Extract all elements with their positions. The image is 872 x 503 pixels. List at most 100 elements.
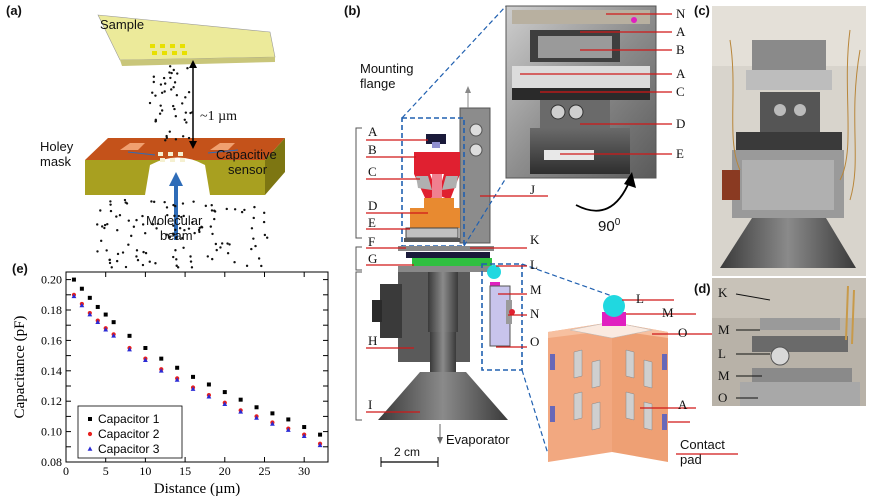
holey-mask-label-2: mask bbox=[40, 154, 72, 169]
x-tick-label: 30 bbox=[298, 464, 310, 478]
panel-b-orange-inset bbox=[548, 295, 738, 462]
rotation-value: 90 bbox=[598, 218, 615, 235]
x-axis-title: Distance (µm) bbox=[154, 481, 241, 497]
legend-label: Capacitor 1 bbox=[98, 412, 160, 426]
data-point bbox=[103, 312, 108, 317]
y-tick-label: 0.08 bbox=[41, 455, 62, 469]
data-point bbox=[270, 421, 275, 426]
rotation-degree: 0 bbox=[614, 217, 621, 228]
x-tick-label: 15 bbox=[179, 464, 191, 478]
d-label-M2: M bbox=[718, 368, 730, 383]
data-point bbox=[71, 293, 77, 299]
data-point bbox=[175, 365, 180, 370]
data-point bbox=[79, 286, 84, 291]
legend-box bbox=[77, 405, 183, 459]
data-point bbox=[254, 415, 259, 420]
data-point bbox=[158, 368, 164, 373]
legend-marker bbox=[87, 431, 93, 437]
data-point bbox=[111, 320, 116, 325]
capacitive-sensor-label-1: Capacitive bbox=[216, 147, 277, 162]
evaporator-label: Evaporator bbox=[446, 432, 510, 447]
contact-pad-label-2: pad bbox=[680, 452, 702, 467]
data-point bbox=[222, 390, 227, 395]
panel-a-illustration bbox=[85, 14, 285, 269]
label-F: F bbox=[368, 234, 376, 249]
legend-label: Capacitor 3 bbox=[98, 442, 160, 456]
label-J: J bbox=[530, 182, 536, 197]
label-G: G bbox=[368, 251, 378, 266]
data-point bbox=[143, 346, 148, 350]
panel-b-inset-photo bbox=[505, 5, 672, 212]
data-point bbox=[71, 277, 76, 282]
y-axis-title: Capacitance (pF) bbox=[12, 316, 28, 419]
scale-bar-label: 2 cm bbox=[394, 445, 421, 459]
label-C: C bbox=[368, 164, 377, 179]
data-point bbox=[95, 304, 100, 309]
d-label-M1: M bbox=[718, 322, 730, 337]
legend-marker bbox=[88, 417, 92, 421]
x-tick-label: 5 bbox=[103, 464, 109, 478]
panel-b-letter: (b) bbox=[344, 3, 361, 18]
data-point bbox=[222, 401, 228, 407]
data-point bbox=[254, 405, 259, 410]
d-label-O: O bbox=[718, 390, 728, 405]
mounting-flange-label-2: flange bbox=[360, 76, 396, 91]
data-point bbox=[103, 327, 109, 332]
data-point bbox=[301, 433, 307, 438]
panel-c-letter: (c) bbox=[694, 3, 710, 18]
panel-d-photo bbox=[712, 278, 866, 406]
label-N: N bbox=[530, 306, 540, 321]
data-point bbox=[159, 356, 164, 361]
data-point bbox=[111, 333, 117, 338]
inset-label-A1: A bbox=[676, 24, 686, 39]
label-D: D bbox=[368, 198, 378, 213]
plot-frame bbox=[65, 271, 329, 463]
x-tick-label: 20 bbox=[219, 464, 231, 478]
inset-label-C: C bbox=[676, 84, 685, 99]
label-H: H bbox=[368, 333, 378, 348]
inset-label-A2: A bbox=[676, 66, 686, 81]
x-tick-label: 10 bbox=[139, 464, 151, 478]
data-point bbox=[127, 333, 132, 338]
inset-label-E: E bbox=[676, 146, 684, 161]
molecular-beam-label-1: Molecular bbox=[146, 213, 203, 228]
legend-label: Capacitor 2 bbox=[98, 427, 160, 441]
orange-label-M: M bbox=[662, 305, 674, 320]
data-point bbox=[238, 409, 244, 414]
data-point bbox=[174, 377, 180, 382]
inset-label-B: B bbox=[676, 42, 685, 57]
y-tick-label: 0.20 bbox=[41, 273, 62, 287]
capacitive-sensor-label-2: sensor bbox=[228, 162, 268, 177]
data-point bbox=[190, 386, 196, 391]
data-point bbox=[285, 427, 291, 432]
y-tick-label: 0.10 bbox=[41, 425, 62, 439]
data-point bbox=[79, 302, 85, 308]
data-point bbox=[206, 394, 212, 399]
series-capacitor-3 bbox=[71, 293, 323, 448]
data-point bbox=[142, 357, 148, 362]
orange-label-L: L bbox=[636, 291, 644, 306]
label-A: A bbox=[368, 124, 378, 139]
data-point bbox=[286, 417, 291, 422]
x-tick-label: 0 bbox=[63, 464, 69, 478]
data-point bbox=[87, 295, 92, 300]
data-point bbox=[87, 311, 93, 317]
orange-label-O: O bbox=[678, 325, 688, 340]
data-point bbox=[191, 374, 196, 379]
panel-b-schematic bbox=[355, 5, 613, 467]
d-label-K: K bbox=[718, 285, 728, 300]
label-O: O bbox=[530, 334, 540, 349]
x-tick-label: 25 bbox=[258, 464, 270, 478]
mounting-flange-label-1: Mounting bbox=[360, 61, 414, 76]
distance-label: ~1 µm bbox=[200, 109, 238, 124]
panel-a-letter: (a) bbox=[6, 3, 22, 18]
panel-d-letter: (d) bbox=[694, 281, 711, 296]
legend-marker bbox=[87, 446, 93, 451]
label-B: B bbox=[368, 142, 377, 157]
panel-c-photo bbox=[712, 6, 866, 276]
label-I: I bbox=[368, 397, 373, 412]
data-point bbox=[95, 319, 101, 324]
orange-label-A: A bbox=[678, 397, 688, 412]
sample-label: Sample bbox=[100, 17, 145, 32]
